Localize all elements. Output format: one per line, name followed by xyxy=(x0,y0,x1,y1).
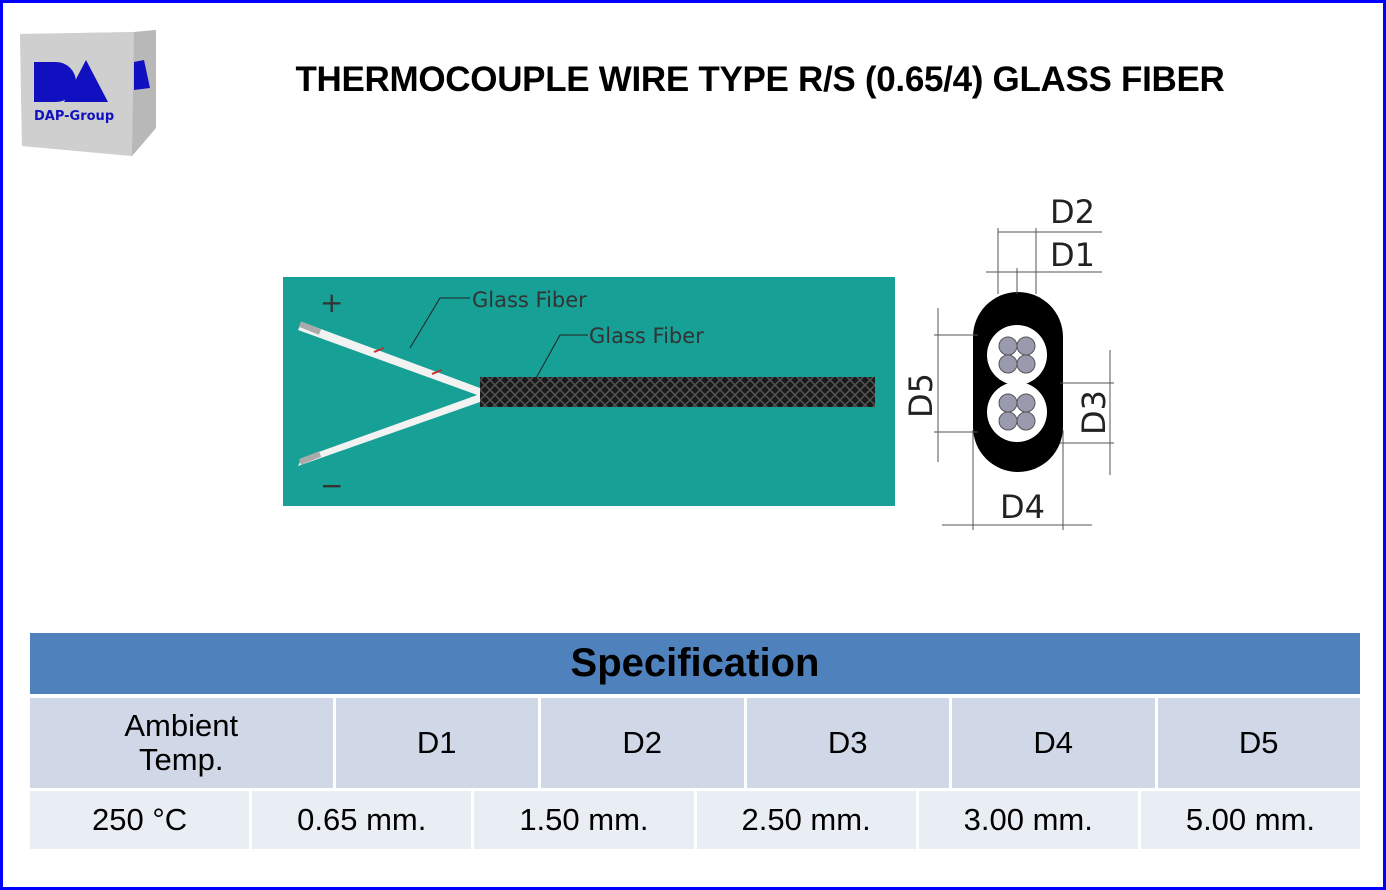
dap-group-logo: DAP-Group xyxy=(16,28,158,158)
wire-diagram: + − Glass Fiber Glass Fiber D2 D1 D4 D5 … xyxy=(270,190,1150,540)
header-ambient-temp: Ambient Temp. xyxy=(30,698,336,788)
header-d3: D3 xyxy=(746,698,952,788)
label-glass-fiber-outer: Glass Fiber xyxy=(589,324,704,348)
header-d4: D4 xyxy=(952,698,1158,788)
value-ambient-temp: 250 °C xyxy=(30,791,253,849)
header-d1: D1 xyxy=(335,698,541,788)
dim-label-d1: D1 xyxy=(1050,236,1095,274)
label-glass-fiber-inner: Glass Fiber xyxy=(472,288,587,312)
value-d3: 2.50 mm. xyxy=(696,791,919,849)
dim-label-d2: D2 xyxy=(1050,193,1095,231)
dim-label-d5: D5 xyxy=(902,373,940,418)
header-d5: D5 xyxy=(1157,698,1360,788)
value-d5: 5.00 mm. xyxy=(1140,791,1361,849)
specification-heading: Specification xyxy=(30,633,1360,698)
value-d4: 3.00 mm. xyxy=(918,791,1141,849)
glass-fiber-braid xyxy=(480,377,875,407)
table-header-row: Ambient Temp. D1 D2 D3 D4 D5 xyxy=(30,698,1360,788)
value-d2: 1.50 mm. xyxy=(474,791,697,849)
minus-sign: − xyxy=(320,469,343,502)
table-row: 250 °C 0.65 mm. 1.50 mm. 2.50 mm. 3.00 m… xyxy=(30,788,1361,849)
plus-sign: + xyxy=(320,286,343,319)
specification-table: Specification Ambient Temp. D1 D2 D3 D4 … xyxy=(30,633,1361,849)
header-d2: D2 xyxy=(541,698,747,788)
value-d1: 0.65 mm. xyxy=(252,791,475,849)
logo-text: DAP-Group xyxy=(34,109,114,124)
dim-label-d3: D3 xyxy=(1075,390,1113,435)
dim-label-d4: D4 xyxy=(1000,488,1045,526)
page-title: THERMOCOUPLE WIRE TYPE R/S (0.65/4) GLAS… xyxy=(295,60,1225,99)
